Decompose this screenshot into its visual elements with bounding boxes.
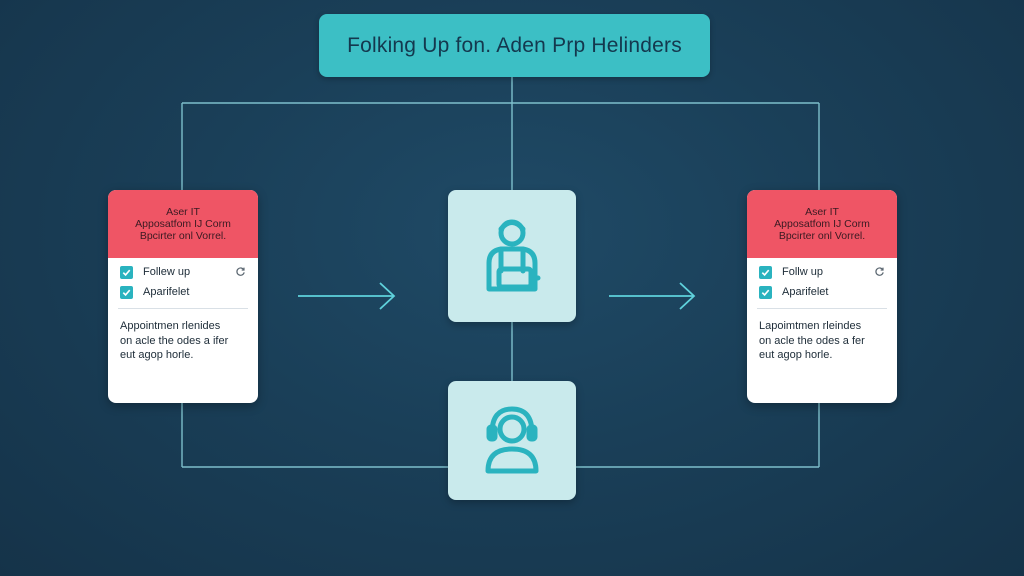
center-bottom-node[interactable] [448,381,576,500]
user-desk-icon [486,219,541,292]
left-card-header-line-3: Bpcirter onl Vorrel. [139,230,227,242]
right-card-header-line-2: Apposatfom IJ Corm [774,218,870,230]
diagram-title: Folking Up fon. Aden Prp Helinders [347,33,682,57]
right-card-header: Aser IT Apposatfom IJ Corm Bpcirter onl … [747,190,897,258]
arrow-left-head [379,282,396,310]
left-card-body-line-1: Appointmen rlenides [120,320,221,332]
right-check-label-2: Aparifelet [782,286,829,298]
left-check-label-1: Follew up [143,266,191,278]
right-check-label-1: Follw up [782,266,823,278]
checkbox-checked-icon[interactable] [759,265,772,279]
left-check-label-2: Aparifelet [143,286,190,298]
title-box: Folking Up fon. Aden Prp Helinders [319,14,710,77]
right-check-row-2[interactable]: Aparifelet [747,282,897,302]
left-check-row-2[interactable]: Aparifelet [108,282,258,302]
right-card-header-line-3: Bpcirter onl Vorrel. [778,230,866,242]
right-card-body: Lapoimtmen rleindes on acle the odes a f… [747,309,897,363]
left-card-header-line-2: Apposatfom IJ Corm [135,218,231,230]
left-card-divider [118,308,248,309]
left-card-body-line-2: on acle the odes a ifer [120,334,229,347]
checkbox-checked-icon[interactable] [120,265,133,279]
refresh-icon[interactable] [235,266,246,277]
right-card-body-line-1: Lapoimtmen rleindes [759,320,862,332]
center-top-node[interactable] [448,190,576,322]
left-card-header-line-1: Aser IT [166,206,200,218]
right-card-header-line-1: Aser IT [805,206,839,218]
arrow-right-head [679,282,696,310]
left-card-body-line-3: eut agop horle. [120,349,194,361]
right-card-body-line-2: on acle the odes a fer [759,334,865,347]
refresh-icon[interactable] [874,266,885,277]
left-card-body: Appointmen rlenides on acle the odes a i… [108,309,258,363]
headset-user-icon [485,406,539,473]
left-check-row-1[interactable]: Follew up [108,262,258,282]
right-card-divider [757,308,887,309]
right-check-row-1[interactable]: Follw up [747,262,897,282]
left-card-header: Aser IT Apposatfom IJ Corm Bpcirter onl … [108,190,258,258]
checkbox-checked-icon[interactable] [120,285,133,299]
checkbox-checked-icon[interactable] [759,285,772,299]
right-card: Aser IT Apposatfom IJ Corm Bpcirter onl … [747,190,897,403]
right-card-body-line-3: eut agop horle. [759,349,833,361]
left-card: Aser IT Apposatfom IJ Corm Bpcirter onl … [108,190,258,403]
